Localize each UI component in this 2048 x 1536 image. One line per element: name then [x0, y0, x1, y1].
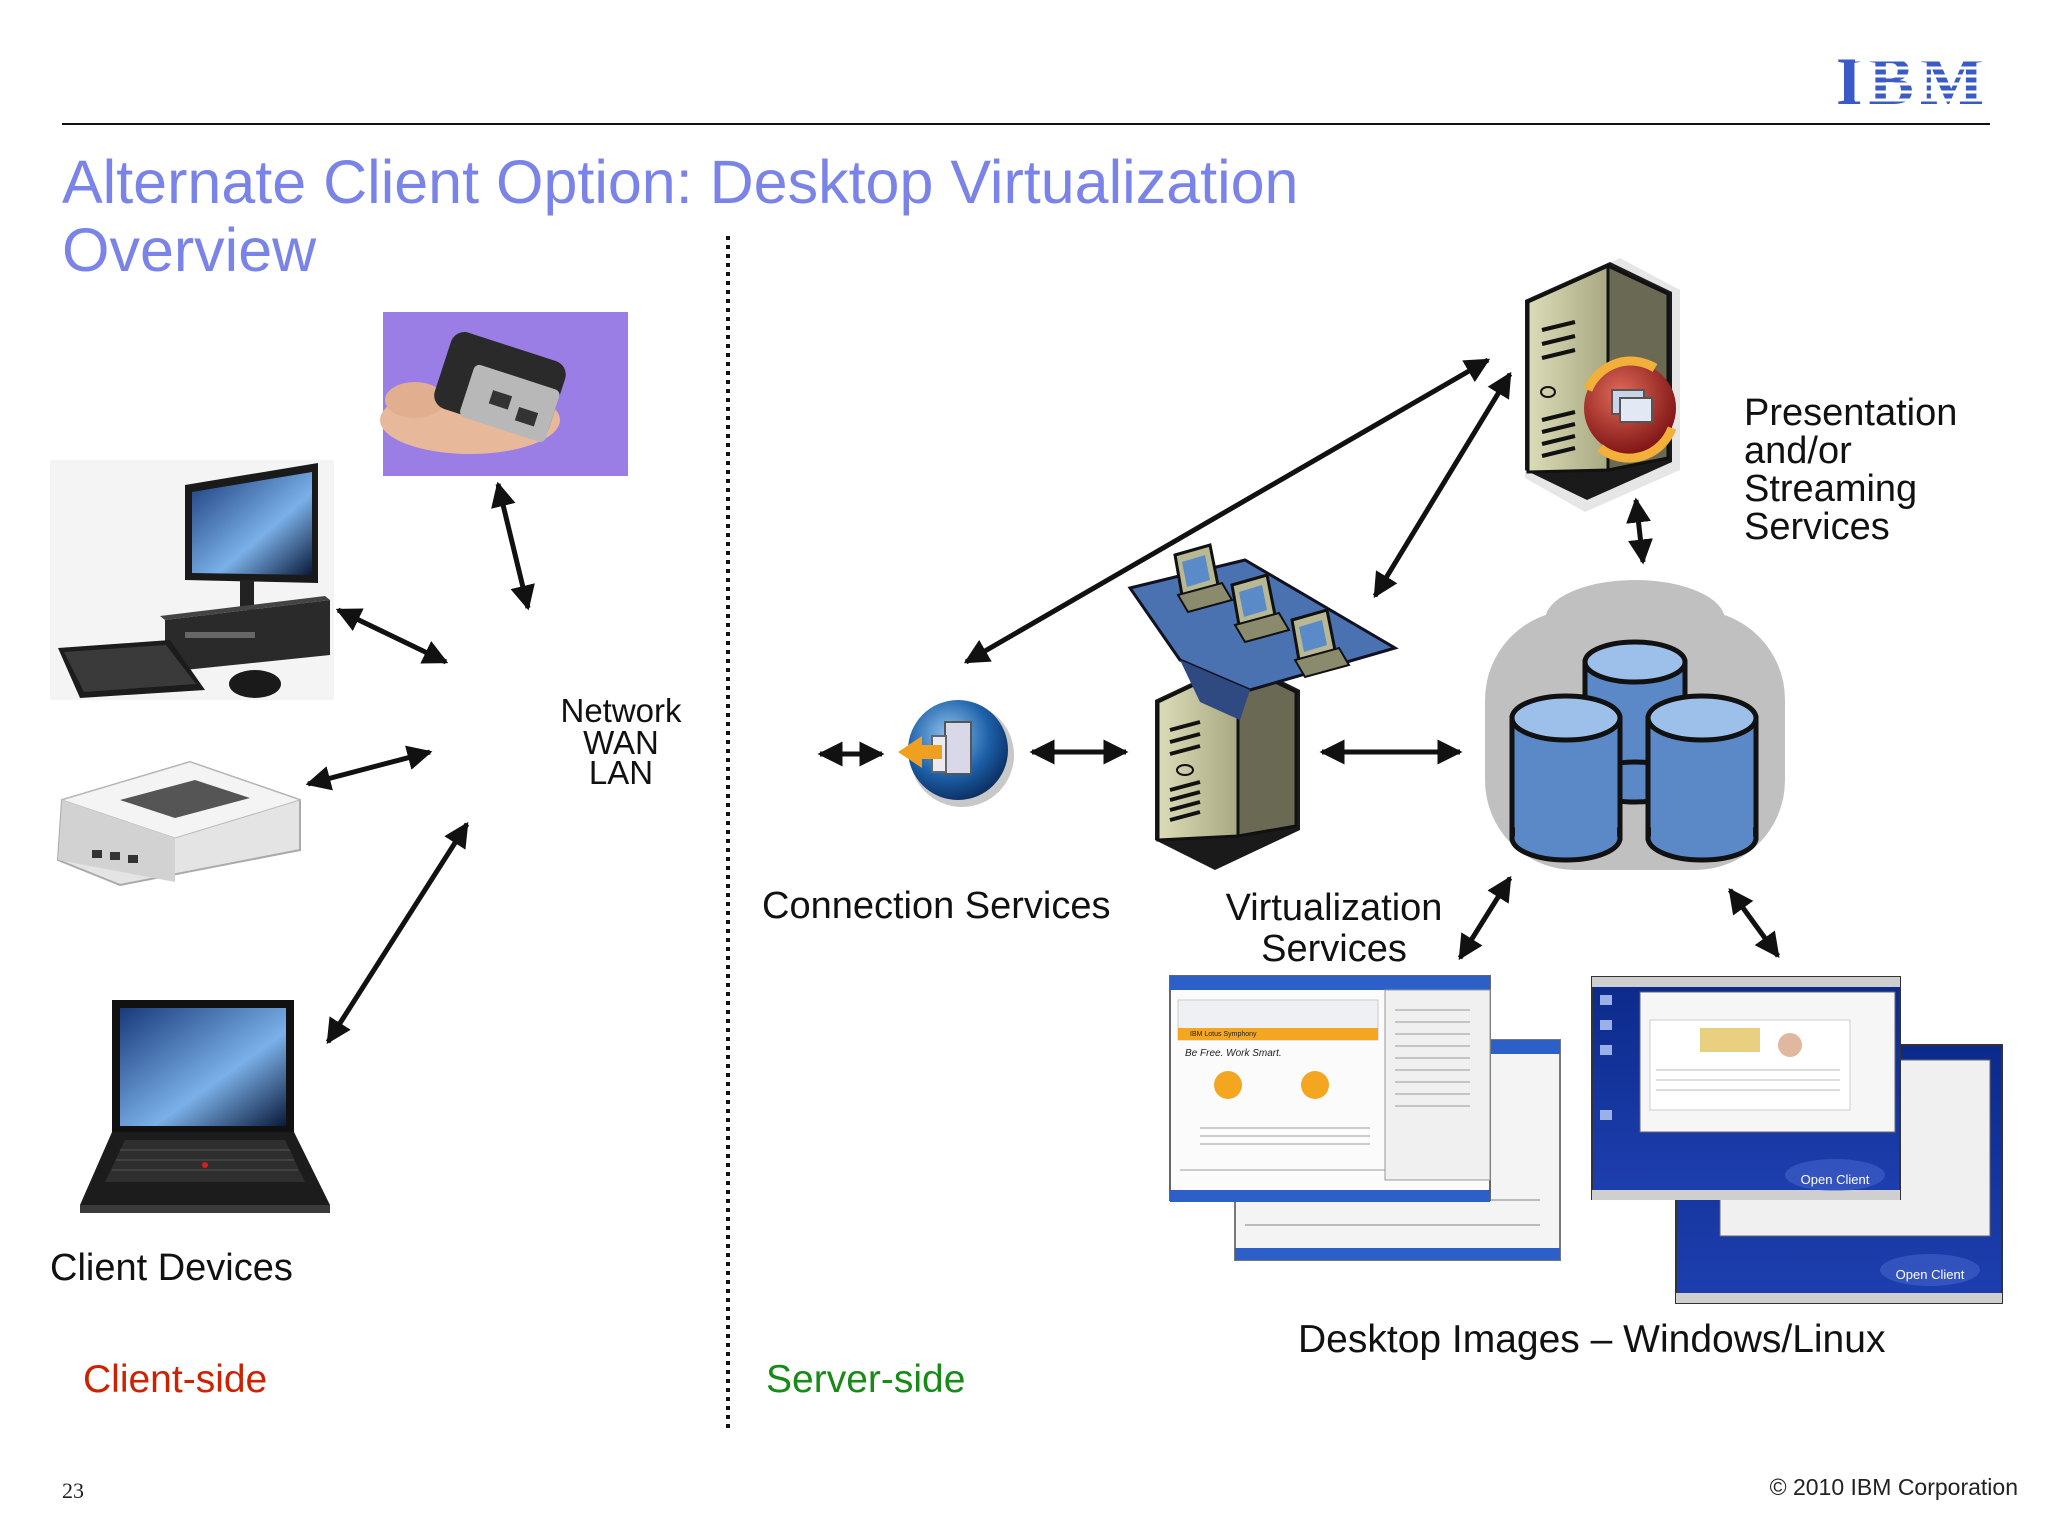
network-lan: LAN	[588, 754, 654, 791]
desktop-pc-image	[50, 460, 334, 700]
presentation-line-3: Streaming	[1744, 468, 1918, 510]
arrow-presentation-storage	[1626, 497, 1653, 565]
client-devices-label: Client Devices	[50, 1247, 293, 1289]
page-number: 23	[62, 1478, 84, 1503]
linux-label-front: Open Client	[1801, 1172, 1870, 1187]
network-wan: WAN	[583, 724, 659, 761]
arrow-laptop-network	[325, 821, 470, 1045]
laptop-image	[80, 1000, 330, 1213]
title-line-1: Alternate Client Option: Desktop Virtual…	[62, 148, 1299, 216]
slide-title: Alternate Client Option: Desktop Virtual…	[62, 148, 1462, 284]
storage-cluster-icon	[1485, 580, 1785, 870]
virtualization-line-1: Virtualization	[1225, 887, 1443, 929]
ibm-logo: IBM	[1836, 43, 1995, 119]
ibm-logo-text: IBM	[1836, 43, 1990, 119]
server-side-label: Server-side	[766, 1358, 966, 1401]
presentation-server-icon	[1525, 258, 1680, 512]
virtualization-services-icon	[1127, 543, 1399, 870]
arrow-mini-client-network	[491, 481, 535, 611]
windows-desktop-screenshot-front: IBM Lotus Symphony Be Free. Work Smart.	[1169, 975, 1491, 1202]
linux-label-back: Open Client	[1896, 1267, 1965, 1282]
presentation-services-label: Presentation and/or Streaming Services	[1744, 394, 1957, 546]
mini-thin-client-image	[380, 312, 628, 476]
windows-tagline: Be Free. Work Smart.	[1185, 1048, 1282, 1059]
arrow-storage-linux-images	[1727, 887, 1781, 959]
connection-arrows	[305, 357, 1781, 1045]
title-line-2: Overview	[62, 216, 317, 284]
desktop-images-label: Desktop Images – Windows/Linux	[1298, 1318, 1886, 1361]
presentation-line-2: and/or	[1744, 430, 1852, 472]
presentation-line-1: Presentation	[1744, 392, 1958, 434]
copyright: © 2010 IBM Corporation	[1769, 1474, 2018, 1500]
arrow-thin-client-network	[305, 745, 433, 791]
virtualization-line-2: Services	[1261, 928, 1407, 970]
arrow-desktop-network	[335, 607, 449, 665]
arrow-virtualization-presentation	[1372, 371, 1513, 599]
presentation-line-4: Services	[1744, 506, 1890, 548]
network-title: Network	[560, 692, 682, 729]
arrow-storage-windows-images	[1457, 875, 1513, 961]
network-label: Network WAN LAN	[556, 692, 686, 791]
windows-app-name: IBM Lotus Symphony	[1190, 1031, 1257, 1038]
connection-services-label: Connection Services	[762, 885, 1111, 927]
connection-services-icon	[898, 700, 1014, 807]
thin-client-image	[56, 760, 302, 887]
virtualization-services-label: Virtualization Services	[1214, 888, 1454, 970]
client-side-label: Client-side	[83, 1358, 268, 1401]
linux-desktop-screenshot-front: Open Client	[1591, 976, 1901, 1200]
